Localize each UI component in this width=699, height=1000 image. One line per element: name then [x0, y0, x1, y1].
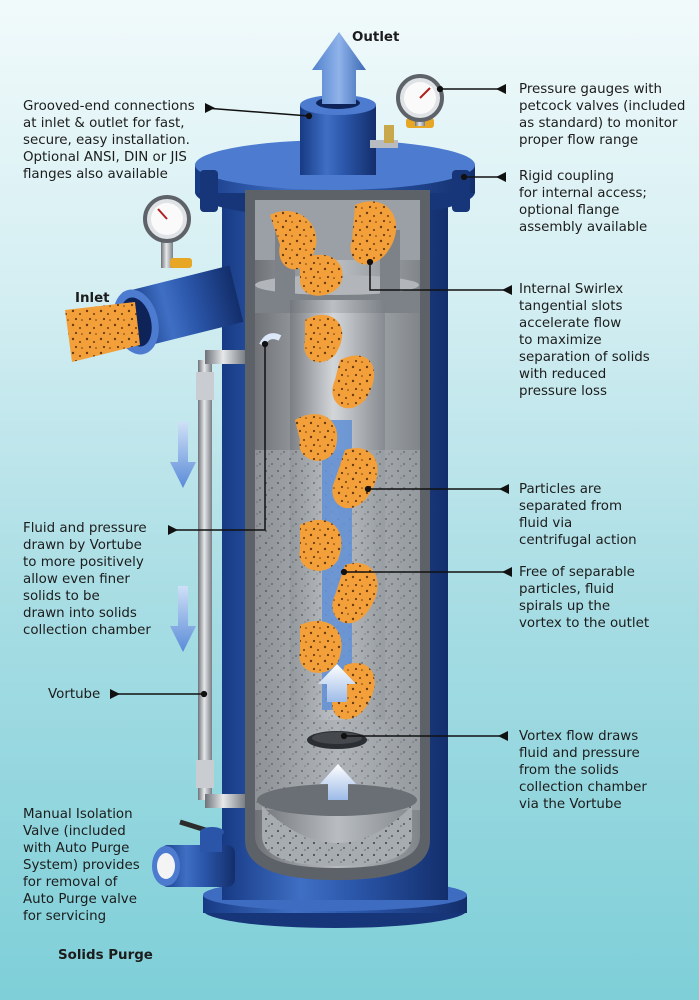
inlet-pipe	[65, 265, 244, 362]
coupling-callout: Rigid coupling for internal access; opti…	[519, 169, 648, 235]
pressure-gauge-outlet	[370, 74, 444, 148]
down-flow-arrow-upper	[170, 422, 196, 488]
solids-purge-label: Solids Purge	[58, 948, 153, 963]
chamber-up-arrow	[320, 764, 356, 800]
leader-lines	[110, 85, 510, 740]
manual-isolation-valve	[152, 819, 235, 887]
free-callout: Free of separable particles, fluid spira…	[519, 565, 650, 631]
pressure-gauge-inlet	[143, 195, 192, 268]
arrowheads	[110, 84, 512, 741]
swirlex-callout: Internal Swirlex tangential slots accele…	[519, 282, 650, 399]
swirl-ribbons	[270, 201, 397, 720]
particles-callout: Particles are separated from fluid via c…	[519, 482, 637, 548]
inlet-label: Inlet	[75, 291, 110, 306]
manual-valve-callout: Manual Isolation Valve (included with Au…	[23, 807, 140, 924]
gauges-callout: Pressure gauges with petcock valves (inc…	[519, 82, 686, 148]
vortex-callout: Vortex flow draws fluid and pressure fro…	[519, 729, 647, 812]
outlet-neck	[300, 95, 376, 175]
vortex-up-arrow	[318, 664, 356, 702]
vortube-label: Vortube	[48, 687, 101, 702]
outlet-arrow	[312, 32, 366, 104]
grooved-callout: Grooved-end connections at inlet & outle…	[23, 99, 195, 182]
vortube	[196, 350, 245, 808]
down-flow-arrow-lower	[170, 586, 196, 652]
fluid-pressure-callout: Fluid and pressure drawn by Vortube to m…	[23, 521, 151, 638]
outlet-label: Outlet	[352, 30, 400, 45]
